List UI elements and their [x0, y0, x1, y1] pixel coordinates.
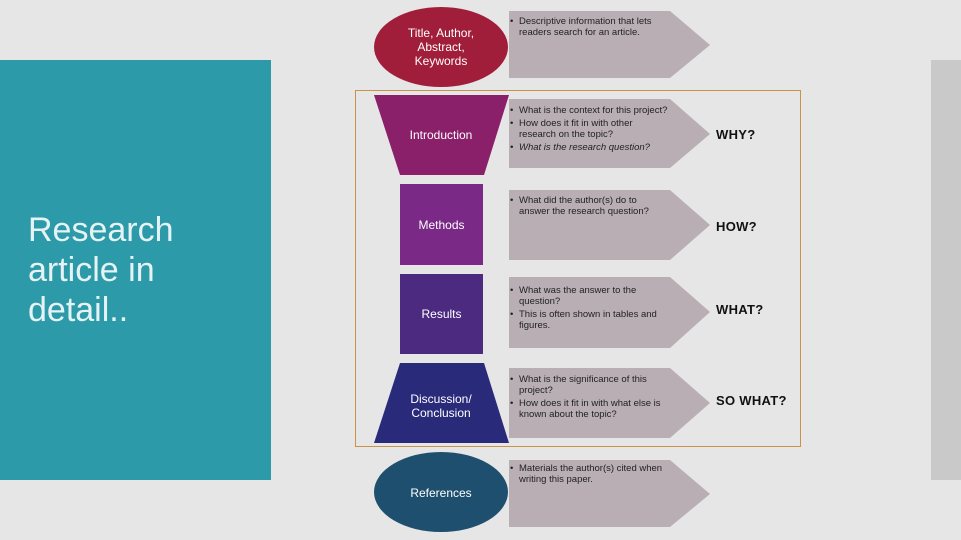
slide-title: Research article in detail..	[28, 211, 174, 329]
body-sections-frame	[355, 90, 801, 447]
title-panel	[0, 60, 271, 480]
methods-shape-label: Methods	[418, 218, 465, 232]
bullet-item: Materials the author(s) cited when writi…	[510, 463, 680, 485]
bullet-item: Descriptive information that lets reader…	[510, 16, 670, 38]
references-shape-label: References	[410, 486, 472, 500]
introduction-bullets: What is the context for this project? Ho…	[510, 105, 685, 155]
bullet-item: What did the author(s) do to answer the …	[510, 195, 665, 217]
introduction-shape-label: Introduction	[409, 128, 473, 142]
bullet-item: How does it fit in with other research o…	[510, 118, 659, 140]
discussion-funnel	[374, 363, 509, 443]
discussion-question: SO WHAT?	[716, 393, 787, 408]
results-question: WHAT?	[716, 302, 764, 317]
references-bullets: Materials the author(s) cited when writi…	[510, 463, 680, 487]
introduction-funnel	[374, 95, 509, 175]
methods-box	[400, 184, 483, 265]
right-side-bar	[931, 60, 961, 480]
methods-bullets: What did the author(s) do to answer the …	[510, 195, 665, 219]
title-shape-label: Title, Author, Abstract, Keywords	[407, 26, 475, 68]
bullet-item: How does it fit in with what else is kno…	[510, 398, 689, 420]
discussion-shape-label: Discussion/ Conclusion	[410, 392, 472, 420]
bullet-item: What is the research question?	[510, 142, 685, 153]
bullet-item: What is the context for this project?	[510, 105, 685, 116]
methods-question: HOW?	[716, 219, 757, 234]
bullet-item: What is the significance of this project…	[510, 374, 669, 396]
bullet-item: This is often shown in tables and figure…	[510, 309, 674, 331]
bullet-item: What was the answer to the question?	[510, 285, 659, 307]
results-box	[400, 274, 483, 354]
title-ellipse	[374, 7, 508, 87]
title-bullets: Descriptive information that lets reader…	[510, 16, 670, 40]
results-bullets: What was the answer to the question? Thi…	[510, 285, 675, 333]
references-ellipse	[374, 452, 508, 532]
introduction-question: WHY?	[716, 127, 756, 142]
results-shape-label: Results	[421, 307, 462, 321]
discussion-bullets: What is the significance of this project…	[510, 374, 680, 422]
